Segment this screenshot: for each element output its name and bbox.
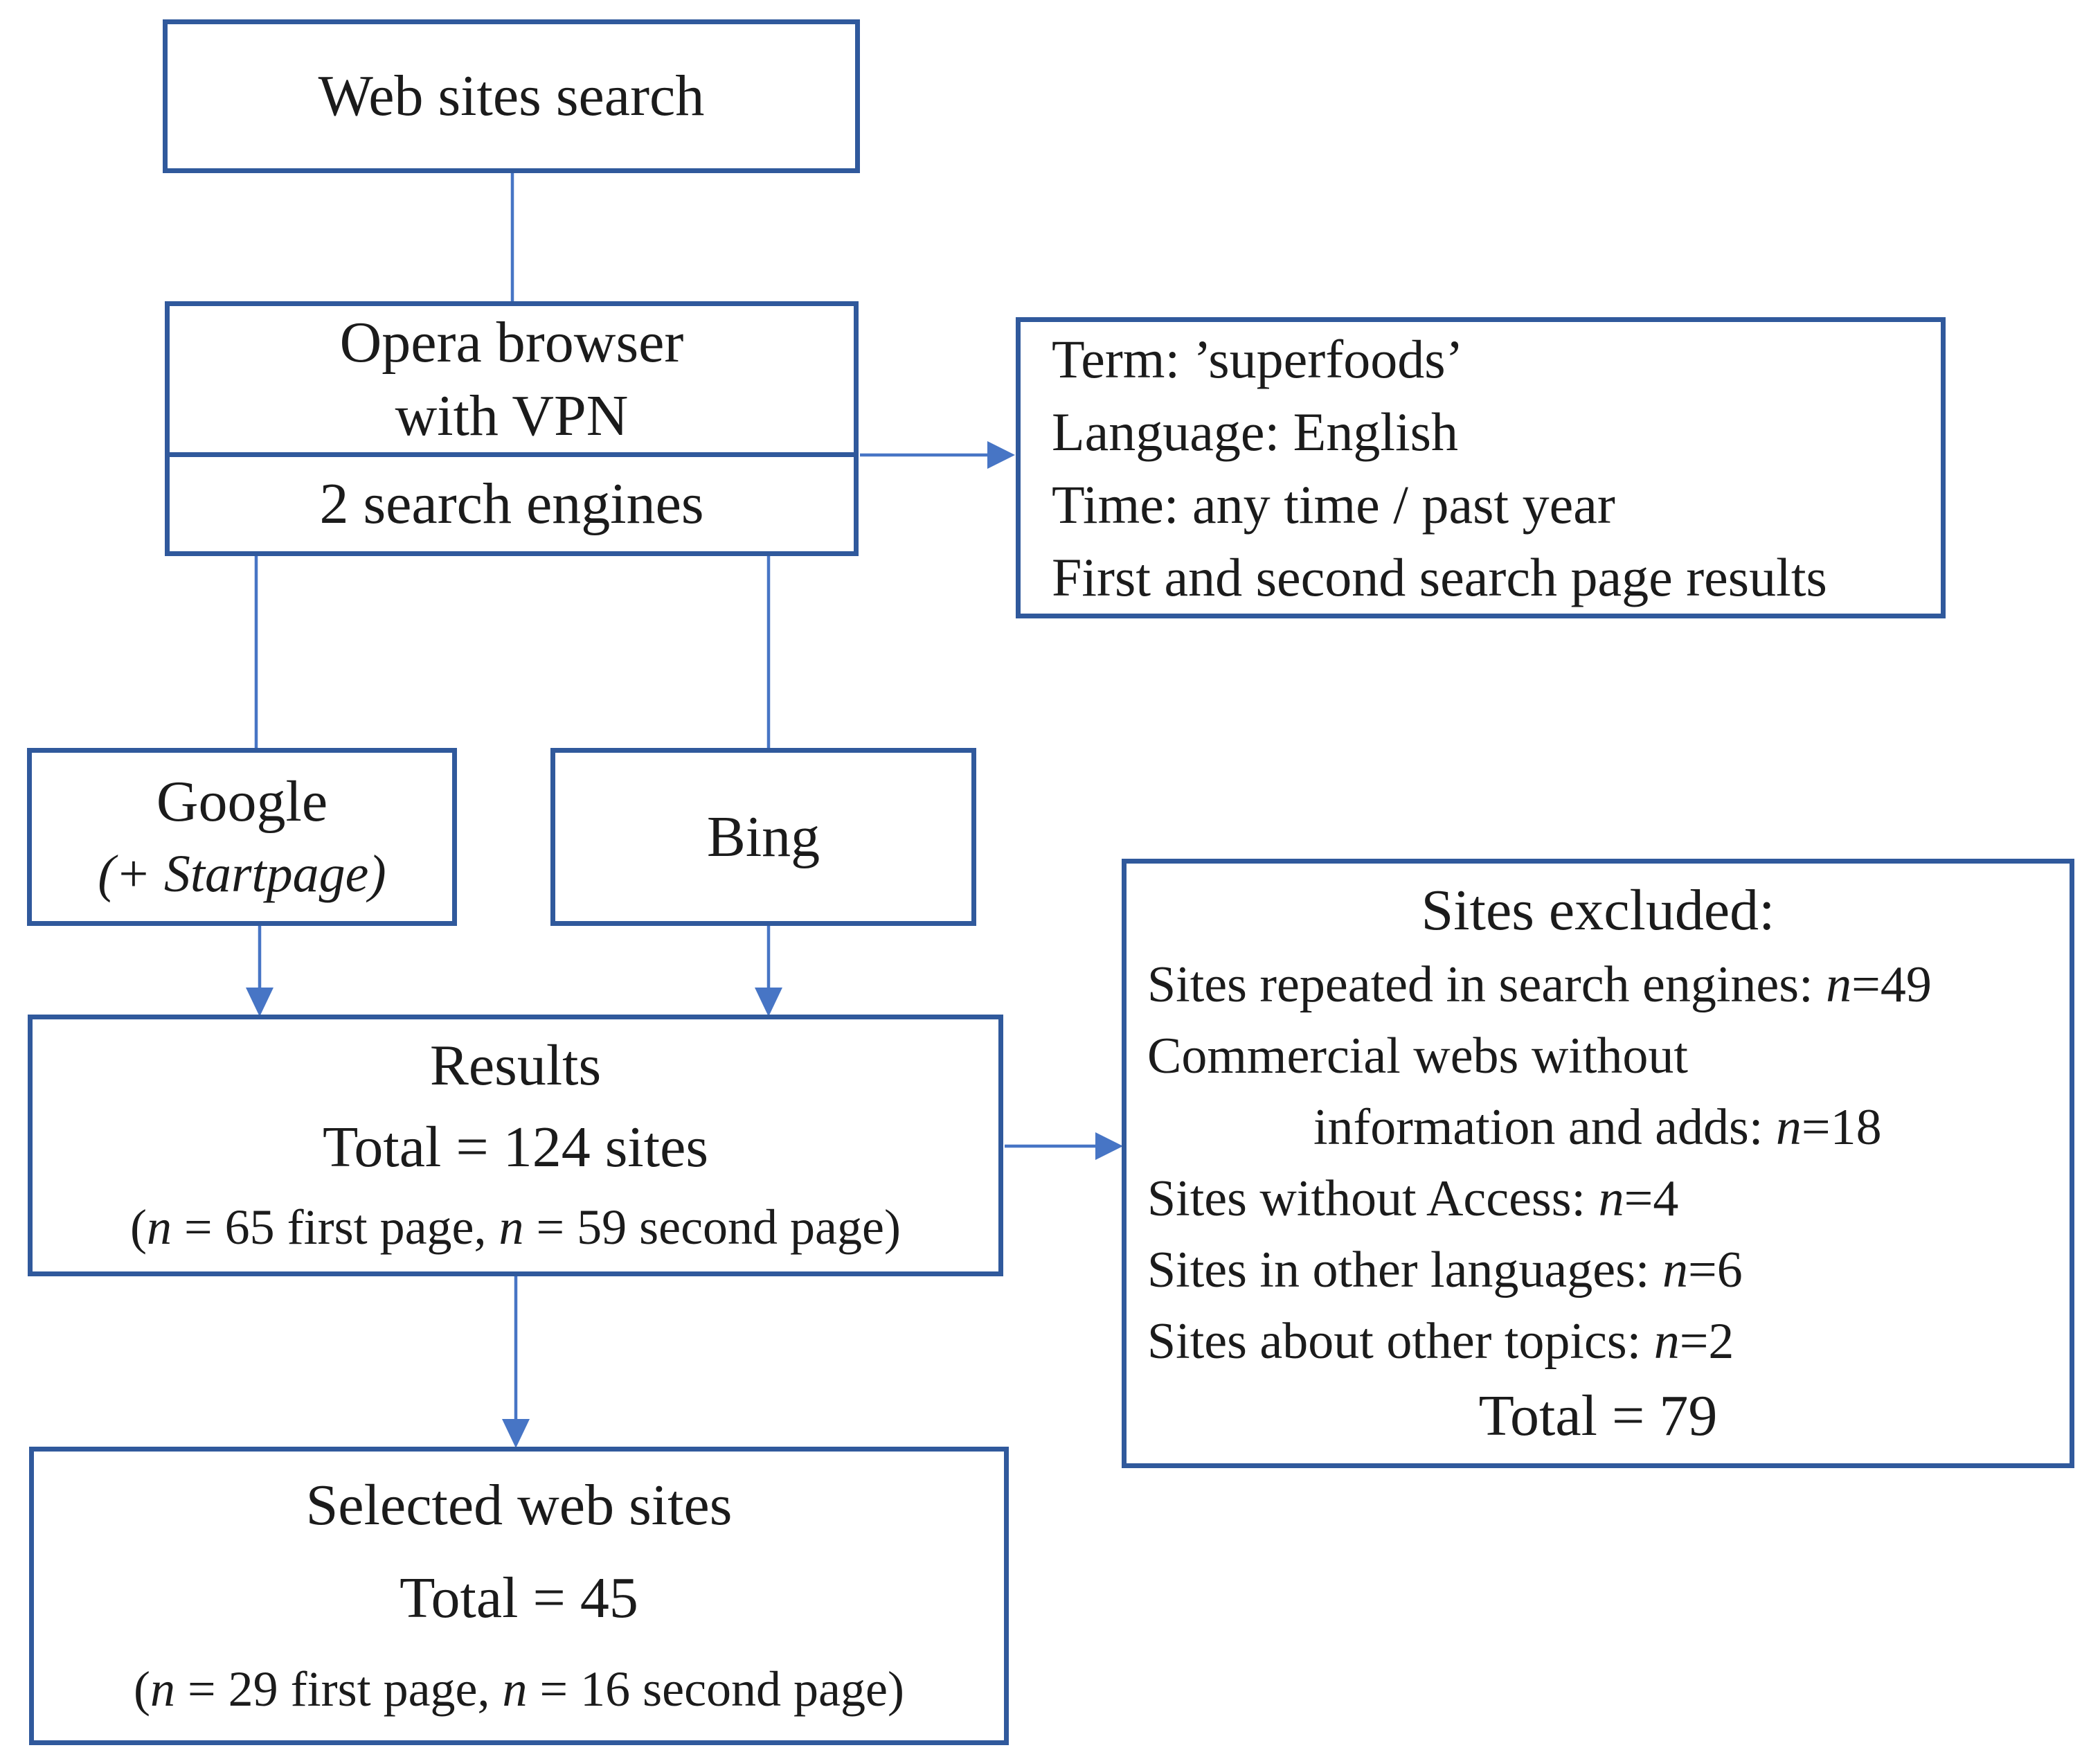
selected-total: Total = 45 (400, 1565, 638, 1630)
node-google: Google (+ Startpage) (27, 748, 457, 926)
node-results: Results Total = 124 sites (n = 65 first … (28, 1015, 1003, 1276)
node-search-engines: 2 search engines (165, 452, 859, 556)
excluded-item-languages: Sites in other languages: n=6 (1147, 1242, 1743, 1298)
bing-label: Bing (706, 804, 820, 869)
node-search-criteria: Term: ’superfoods’ Language: English Tim… (1016, 317, 1946, 618)
excluded-total: Total = 79 (1478, 1384, 1718, 1448)
web-sites-search-label: Web sites search (318, 64, 705, 128)
results-title: Results (429, 1033, 602, 1098)
results-breakdown: (n = 65 first page, n = 59 second page) (130, 1199, 901, 1255)
criteria-language: Language: English (1052, 401, 1459, 462)
excluded-item-topics: Sites about other topics: n=2 (1147, 1313, 1734, 1370)
google-startpage-label: (+ Startpage) (98, 844, 386, 903)
criteria-term: Term: ’superfoods’ (1052, 328, 1464, 389)
opera-browser-line2: with VPN (395, 383, 629, 448)
criteria-pages: First and second search page results (1052, 546, 1827, 607)
excluded-item-repeated: Sites repeated in search engines: n=49 (1147, 956, 1932, 1013)
node-opera-browser: Opera browser with VPN (165, 301, 859, 457)
excluded-item-commercial: Commercial webs without (1147, 1028, 1688, 1084)
results-total: Total = 124 sites (322, 1115, 709, 1179)
criteria-time: Time: any time / past year (1052, 474, 1615, 535)
arrow-bing-to-results-head (755, 988, 782, 1017)
node-sites-excluded: Sites excluded: Sites repeated in search… (1122, 859, 2074, 1468)
selected-title: Selected web sites (305, 1472, 733, 1537)
excluded-title: Sites excluded: (1421, 878, 1775, 943)
arrow-results-to-selected-head (502, 1419, 530, 1448)
google-label: Google (156, 769, 328, 834)
excluded-item-no-access: Sites without Access: n=4 (1147, 1170, 1679, 1227)
arrow-google-to-results-head (246, 988, 273, 1017)
arrow-browser-to-criteria-head (987, 441, 1015, 469)
selected-breakdown: (n = 29 first page, n = 16 second page) (134, 1661, 904, 1717)
arrow-results-to-excluded-head (1095, 1132, 1123, 1160)
opera-browser-line1: Opera browser (339, 310, 684, 375)
node-web-sites-search: Web sites search (163, 19, 860, 173)
excluded-item-commercial-cont: information and adds: n=18 (1313, 1099, 1882, 1156)
search-engines-label: 2 search engines (319, 472, 704, 536)
node-bing: Bing (550, 748, 976, 926)
node-selected-sites: Selected web sites Total = 45 (n = 29 fi… (29, 1447, 1009, 1745)
